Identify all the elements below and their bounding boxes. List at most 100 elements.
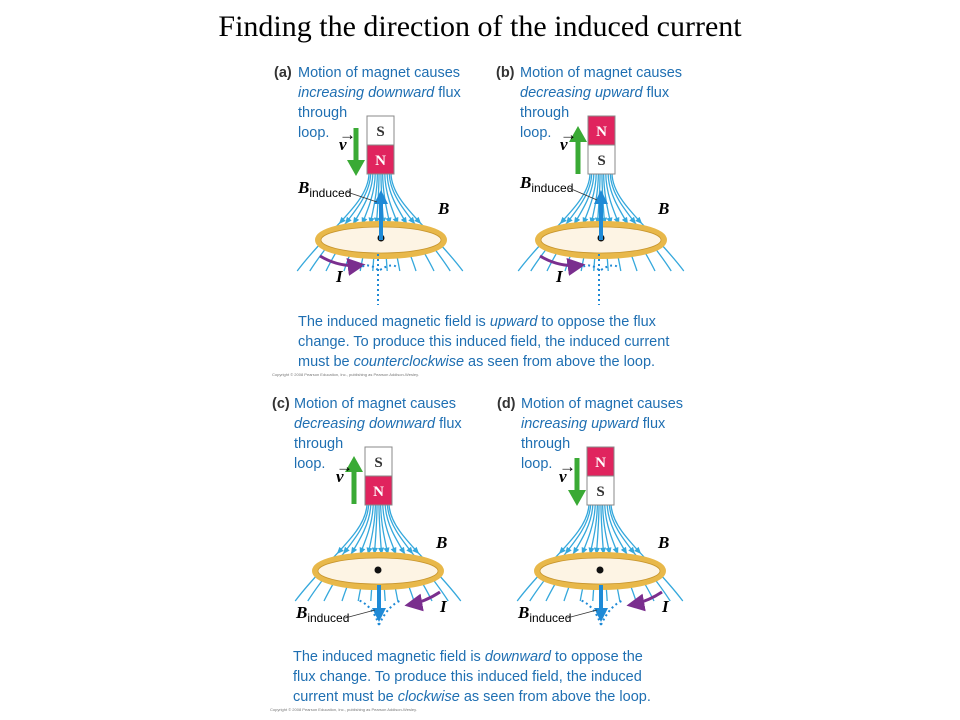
panel-c: (c) Motion of magnet causes decreasing d… [272, 396, 462, 626]
induced-field-label: Binduced [517, 603, 571, 625]
induced-field-label: Binduced [297, 178, 351, 200]
field-line-arrowhead [398, 546, 406, 555]
field-line-arrowhead [412, 546, 420, 554]
induced-field-arrow [357, 585, 403, 626]
field-line [611, 172, 685, 272]
velocity-symbol: v [336, 467, 344, 486]
slide-title: Finding the direction of the induced cur… [218, 10, 742, 43]
field-line [386, 502, 449, 602]
induced-field-label: Binduced [295, 603, 349, 625]
copyright-bottom: Copyright © 2008 Pearson Education, Inc.… [270, 707, 417, 712]
field-line-arrowhead [565, 216, 573, 225]
field-line [390, 172, 464, 272]
field-line [564, 172, 597, 272]
field-B-label: B [657, 533, 669, 552]
field-line-arrowhead [406, 546, 414, 555]
field-line-arrowhead [378, 547, 385, 555]
field-line-arrowhead [620, 546, 628, 555]
field-line [516, 502, 590, 602]
current-arrow [319, 254, 366, 276]
field-line-arrowhead [338, 216, 346, 224]
field-line [382, 502, 415, 602]
bar-magnet: S N [366, 115, 395, 175]
field-line [604, 502, 637, 602]
bar-magnet: S N [364, 446, 393, 506]
field-line [606, 502, 655, 602]
field-line-arrowhead [371, 547, 378, 555]
field-line-arrowhead [593, 547, 600, 555]
velocity-arrow: v → [336, 456, 363, 504]
north-pole-label: N [595, 455, 606, 471]
induced-field-label: Binduced [519, 173, 573, 195]
field-line-arrowhead [414, 216, 422, 224]
field-line-arrowhead [600, 547, 607, 555]
current-label: I [335, 267, 344, 286]
field-line [343, 172, 376, 272]
field-line [563, 502, 596, 602]
south-pole-label: S [376, 124, 384, 140]
field-line [341, 502, 374, 602]
field-line [386, 172, 435, 272]
svg-text:→: → [336, 457, 353, 476]
field-line-arrowhead [336, 546, 344, 554]
field-line [607, 172, 656, 272]
current-label: I [661, 597, 670, 616]
field-lines [296, 172, 464, 272]
north-pole-label: N [373, 484, 384, 500]
velocity-symbol: v [339, 135, 347, 154]
conducting-loop [312, 552, 444, 590]
panel-d: (d) Motion of magnet causes increasing u… [497, 396, 687, 626]
induced-field-arrow [374, 190, 388, 305]
field-line [608, 502, 671, 602]
current-arrow [404, 590, 441, 612]
induced-field-arrow [594, 190, 608, 305]
field-B-label: B [437, 199, 449, 218]
field-line [610, 502, 684, 602]
bar-magnet: N S [586, 446, 615, 506]
field-line [388, 502, 462, 602]
south-pole-label: S [597, 153, 605, 169]
induced-field-note-top: The induced magnetic field is upward to … [298, 314, 673, 370]
current-label: I [555, 267, 564, 286]
field-line [529, 502, 592, 602]
field-line [325, 172, 374, 272]
field-line-arrowhead [342, 546, 350, 555]
induced-field-arrow [579, 585, 625, 626]
panel-b: (b) Motion of magnet causes decreasing u… [496, 65, 685, 305]
velocity-symbol: v [560, 135, 568, 154]
panel-label: (c) [272, 396, 290, 412]
north-pole-label: N [375, 153, 386, 169]
svg-text:→: → [560, 125, 577, 144]
panel-label: (a) [274, 65, 292, 81]
field-line-arrowhead [634, 546, 642, 554]
panel-label: (b) [496, 65, 515, 81]
field-line [296, 172, 370, 272]
field-line [294, 502, 368, 602]
field-B-label: B [435, 533, 447, 552]
current-arrow [539, 254, 586, 276]
velocity-arrow: v → [560, 125, 587, 174]
panel-caption: Motion of magnet causes increasing upwar… [521, 396, 687, 472]
south-pole-label: S [596, 484, 604, 500]
field-line-arrowhead [635, 216, 643, 224]
field-line-arrowhead [564, 546, 572, 555]
field-line-arrowhead [559, 216, 567, 224]
field-line [388, 172, 451, 272]
field-line [323, 502, 372, 602]
field-line [546, 172, 595, 272]
field-line [545, 502, 594, 602]
field-line-arrowhead [629, 216, 637, 225]
field-line [517, 172, 591, 272]
velocity-arrow: v → [339, 125, 365, 176]
svg-text:→: → [339, 125, 356, 144]
field-line-arrowhead [408, 216, 416, 225]
north-pole-label: N [596, 124, 607, 140]
field-B-label: B [657, 199, 669, 218]
field-line-arrowhead [558, 546, 566, 554]
induced-field-note-bottom: The induced magnetic field is downward t… [293, 649, 651, 705]
field-line [309, 172, 372, 272]
field-lines [516, 502, 684, 602]
field-line-arrowhead [628, 546, 636, 555]
conducting-loop [534, 552, 666, 590]
